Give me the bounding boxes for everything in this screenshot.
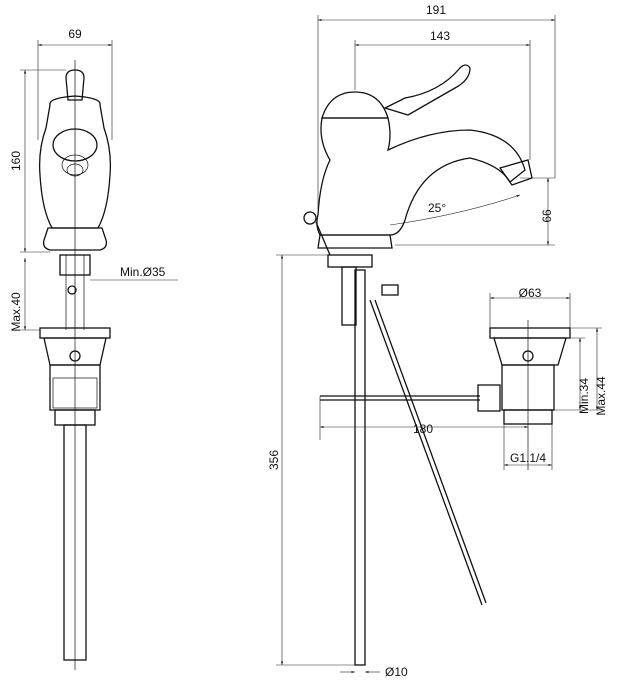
dim-width-front: 69	[68, 27, 82, 41]
dim-min-hole: Min.Ø35	[120, 265, 166, 279]
dim-max-deck: Max.40	[9, 292, 23, 332]
dim-drain-diameter: Ø63	[519, 286, 542, 300]
dim-rod-diameter: Ø10	[385, 665, 408, 679]
front-view	[20, 40, 178, 670]
dim-thread: G1.1/4	[510, 451, 546, 465]
dim-height-body: 160	[9, 151, 23, 171]
dim-total-height: 356	[267, 450, 281, 470]
cap	[321, 91, 389, 119]
dim-rod-length: 180	[413, 422, 433, 436]
dim-total-length: 191	[426, 3, 446, 17]
dim-spout-height: 66	[540, 209, 554, 223]
base	[42, 227, 108, 251]
dim-drain-max: Max.44	[594, 376, 608, 416]
dim-spout-angle: 25°	[428, 201, 446, 215]
dim-drain-min: Min.34	[577, 378, 591, 414]
dim-spout-reach: 143	[430, 29, 450, 43]
spout-body	[316, 117, 526, 236]
side-view	[276, 15, 602, 674]
lever	[383, 64, 471, 116]
